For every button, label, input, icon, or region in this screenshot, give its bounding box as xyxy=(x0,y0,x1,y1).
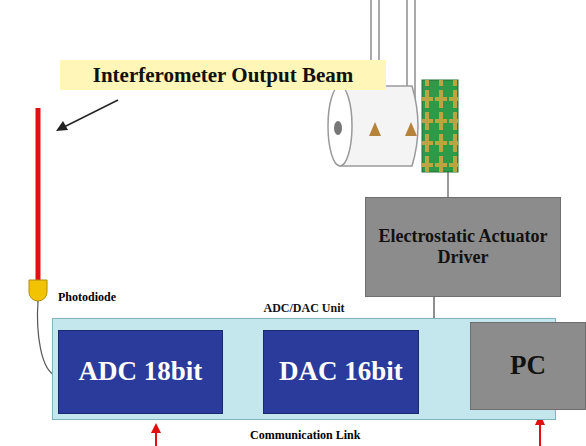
link-arrowhead xyxy=(151,423,161,433)
box-label: Electrostatic Actuator Driver xyxy=(372,226,554,267)
box-label: PC xyxy=(510,350,546,381)
adc-box: ADC 18bit xyxy=(58,330,223,414)
pointer-head xyxy=(56,121,68,131)
pc-box: PC xyxy=(470,322,586,410)
plate-electrodes xyxy=(422,80,458,172)
electrode xyxy=(405,122,417,136)
unit-heading: ADC/DAC Unit xyxy=(53,302,555,316)
dac-box: DAC 16bit xyxy=(263,330,419,414)
link-arrow xyxy=(155,432,157,446)
cylinder-face xyxy=(328,86,352,166)
box-label: DAC 16bit xyxy=(279,356,403,387)
electrode xyxy=(369,122,381,136)
component-label: Photodiode xyxy=(58,290,116,305)
photodiode-symbol xyxy=(29,280,47,301)
driver-wire xyxy=(447,172,448,197)
link-label: Communication Link xyxy=(250,428,360,443)
box-label: Interferometer Output Beam xyxy=(93,63,354,87)
box-label: ADC 18bit xyxy=(79,356,203,387)
actuator-plate xyxy=(422,80,458,172)
driver-box: Electrostatic Actuator Driver xyxy=(365,197,561,297)
caption-band: Interferometer Output Beam xyxy=(60,60,386,90)
mirror-dot xyxy=(334,121,342,135)
pointer-line xyxy=(64,100,118,127)
laser-beam xyxy=(36,108,41,282)
link-arrow xyxy=(539,424,541,446)
